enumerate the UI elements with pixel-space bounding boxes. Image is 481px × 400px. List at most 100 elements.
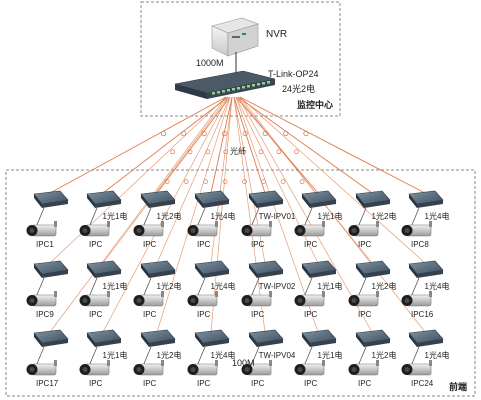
- converter-label: 1光4电: [425, 211, 450, 221]
- switch-port: [267, 81, 270, 84]
- converter-label: 1光4电: [211, 281, 236, 291]
- camera-label: IPC: [251, 240, 265, 249]
- ethernet-cable: [142, 207, 152, 228]
- converter-label: TW-IPV02: [259, 282, 296, 291]
- ip-camera: [187, 291, 218, 307]
- camera-label: IPC8: [411, 240, 429, 249]
- camera-label: IPC: [89, 379, 103, 388]
- fiber-line: [237, 96, 373, 333]
- fiber-connector: [181, 130, 187, 137]
- ethernet-cable: [357, 277, 367, 298]
- ethernet-cable: [303, 346, 313, 367]
- fiber-line: [237, 96, 373, 194]
- media-converter: [408, 190, 444, 208]
- converter-label: 1光2电: [157, 211, 182, 221]
- fiber-lines: [49, 96, 426, 333]
- converter-label: 1光2电: [157, 281, 182, 291]
- ip-camera: [241, 221, 272, 237]
- control-center-label: 监控中心: [297, 99, 333, 110]
- ethernet-cable: [410, 207, 420, 228]
- ethernet-cable: [196, 207, 206, 228]
- switch-port: [247, 85, 250, 88]
- camera-label: IPC1: [36, 240, 54, 249]
- ip-camera: [401, 221, 432, 237]
- fiber-line: [239, 96, 426, 194]
- media-converter: [301, 260, 337, 278]
- media-converter: [355, 260, 391, 278]
- front-area-label: 前端: [449, 381, 467, 392]
- ethernet-cable: [35, 207, 45, 228]
- converter-label: 1光4电: [211, 211, 236, 221]
- fiber-connector: [283, 130, 289, 137]
- fiber-line: [156, 96, 231, 333]
- media-converter: [86, 190, 122, 208]
- switch-model-label: T-Link-OP24: [268, 69, 319, 79]
- ip-camera: [79, 221, 110, 237]
- camera-label: IPC17: [36, 379, 59, 388]
- ethernet-cable: [88, 277, 98, 298]
- media-converter: [355, 190, 391, 208]
- converter-label: 1光1电: [318, 211, 343, 221]
- ethernet-cable: [88, 346, 98, 367]
- ethernet-cable: [250, 207, 260, 228]
- fiber-connector: [222, 179, 228, 184]
- media-converter: [33, 329, 69, 347]
- converter-label: 1光1电: [318, 350, 343, 360]
- media-converter: [248, 190, 284, 208]
- ethernet-cable: [250, 277, 260, 298]
- camera-label: IPC: [304, 379, 318, 388]
- ip-camera: [348, 291, 379, 307]
- fiber-connector: [201, 130, 207, 137]
- fiber-line: [239, 96, 426, 333]
- nvr-label: NVR: [266, 29, 287, 40]
- fiber-line: [210, 96, 233, 333]
- fiber-connector: [183, 179, 189, 184]
- fiber-connector: [261, 179, 266, 184]
- media-converter: [140, 190, 176, 208]
- ethernet-cable: [410, 346, 420, 367]
- fiber-connector: [170, 149, 175, 155]
- camera-label: IPC: [358, 310, 372, 319]
- converter-label: 1光4电: [211, 350, 236, 360]
- fiber-line: [156, 96, 231, 194]
- switch-port: [262, 82, 265, 85]
- ethernet-cable: [357, 207, 367, 228]
- fiber-connector: [222, 130, 228, 137]
- converter-label: TW-IPV01: [259, 212, 296, 221]
- media-converter: [248, 260, 284, 278]
- converter-label: 1光1电: [318, 281, 343, 291]
- ethernet-cable: [250, 346, 260, 367]
- camera-label: IPC: [358, 379, 372, 388]
- ip-camera: [348, 221, 379, 237]
- camera-label: IPC: [143, 240, 157, 249]
- camera-label: IPC: [304, 240, 318, 249]
- ip-camera: [79, 291, 110, 307]
- switch-port: [242, 86, 245, 89]
- media-converter: [248, 329, 284, 347]
- fiber-line: [49, 96, 227, 194]
- ip-camera: [401, 360, 432, 376]
- media-converter: [301, 190, 337, 208]
- camera-label: IPC: [143, 310, 157, 319]
- camera-label: IPC: [197, 240, 211, 249]
- camera-label: IPC: [197, 310, 211, 319]
- ethernet-cable: [196, 277, 206, 298]
- fiber-line: [210, 96, 233, 194]
- ethernet-cable: [357, 346, 367, 367]
- fiber-connector: [299, 179, 305, 184]
- ip-camera: [79, 360, 110, 376]
- media-converter: [86, 329, 122, 347]
- converter-label: TW-IPV04: [259, 351, 296, 360]
- ethernet-cable: [303, 277, 313, 298]
- switch-ports-label: 24光2电: [282, 83, 315, 94]
- media-converter: [33, 190, 69, 208]
- link-speed-label: 1000M: [196, 58, 224, 68]
- camera-label: IPC: [251, 379, 265, 388]
- fiber-connector: [164, 179, 170, 184]
- fiber-line: [49, 96, 227, 333]
- fiber-connector: [276, 149, 282, 155]
- converter-label: 1光2电: [372, 350, 397, 360]
- media-converter: [140, 260, 176, 278]
- fiber-line: [233, 96, 266, 333]
- optical-switch: [174, 70, 276, 99]
